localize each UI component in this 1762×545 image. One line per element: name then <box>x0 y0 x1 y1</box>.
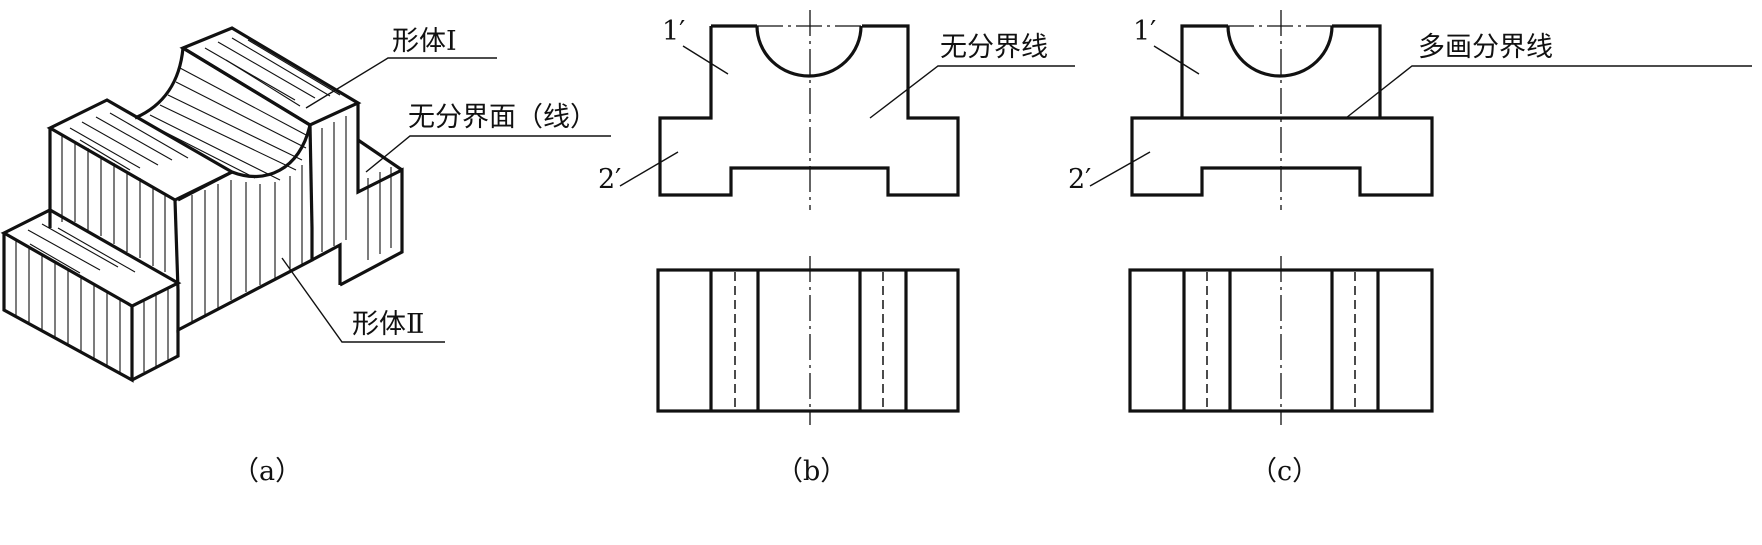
semicircular-groove <box>134 46 312 181</box>
front-view-c <box>1130 10 1434 210</box>
leader-note-b <box>869 65 1075 119</box>
leader-note-c <box>1345 65 1752 119</box>
top-view-b <box>656 256 960 425</box>
leader-2-b <box>619 151 679 187</box>
leader-face <box>365 135 611 173</box>
front-view-b <box>658 10 960 210</box>
leader-body2 <box>281 257 445 343</box>
caption-c: （c） <box>1250 456 1319 487</box>
lower-left-step <box>0 208 182 383</box>
orthographic-view-b: 1′ 2′ 无分界线 （b） <box>598 10 1075 487</box>
caption-b: （b） <box>776 456 847 487</box>
leader-body1 <box>305 57 497 109</box>
top-view-c <box>1128 256 1434 425</box>
upper-left-block <box>46 98 236 291</box>
label-body2: 形体Ⅱ <box>352 309 424 340</box>
label-body1: 形体Ⅰ <box>392 26 457 57</box>
caption-a: （a） <box>232 456 302 487</box>
label-no-boundary-line: 无分界线 <box>940 32 1048 63</box>
label-extra-boundary-line: 多画分界线 <box>1418 32 1553 63</box>
leader-1-c <box>1153 45 1200 75</box>
leader-1-b <box>682 45 729 75</box>
label-2-c: 2′ <box>1068 164 1091 195</box>
label-no-boundary-face: 无分界面（线） <box>408 102 597 133</box>
label-2-b: 2′ <box>598 164 621 195</box>
label-1-b: 1′ <box>662 16 685 47</box>
upper-right-block <box>179 26 404 287</box>
isometric-view: 形体Ⅰ 无分界面（线） 形体Ⅱ （a） <box>0 26 611 487</box>
leader-2-c <box>1089 151 1151 187</box>
orthographic-view-c: 1′ 2′ 多画分界线 （c） <box>1068 10 1752 487</box>
label-1-c: 1′ <box>1133 16 1156 47</box>
main-front-face <box>176 116 347 333</box>
